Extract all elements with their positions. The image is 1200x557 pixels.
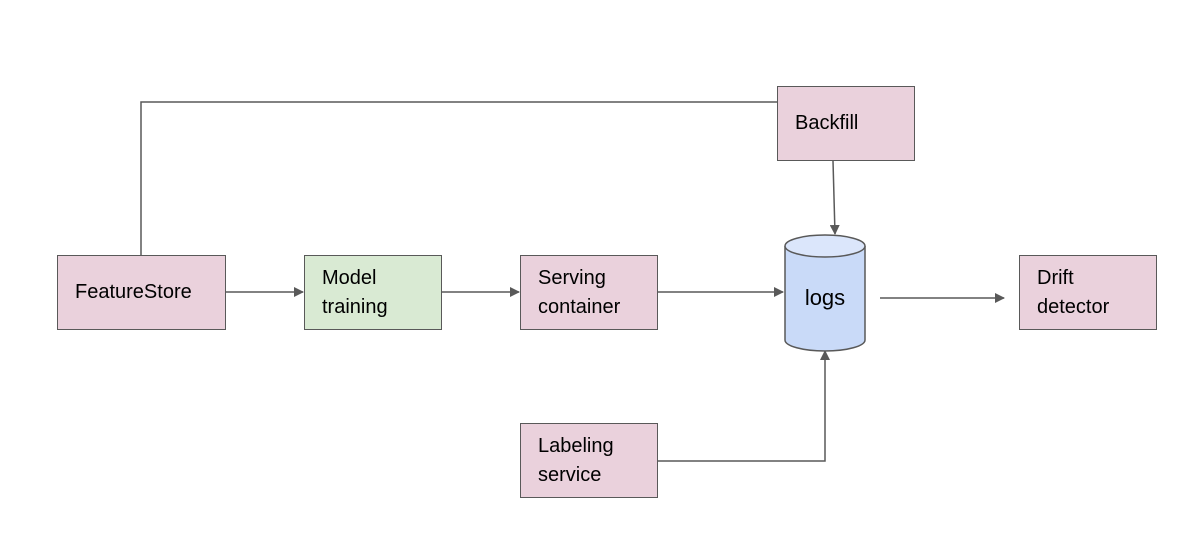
node-label: Serving container <box>538 266 621 318</box>
node-label: Backfill <box>795 112 859 134</box>
logs-cylinder-shape <box>784 234 866 352</box>
node-model-training[interactable]: Model training <box>304 255 442 330</box>
node-label: Labeling service <box>538 434 614 486</box>
edge-backfill-logs <box>829 160 840 235</box>
node-backfill[interactable]: Backfill <box>777 86 915 161</box>
node-featurestore[interactable]: FeatureStore <box>57 255 226 330</box>
edge-labeling-service-logs <box>658 350 830 462</box>
node-drift-detector[interactable]: Drift detector <box>1019 255 1157 330</box>
node-label: Drift detector <box>1037 266 1110 318</box>
edge-featurestore-backfill <box>140 101 777 255</box>
node-labeling-service[interactable]: Labeling service <box>520 423 658 498</box>
node-label: FeatureStore <box>75 281 192 303</box>
node-serving-container[interactable]: Serving container <box>520 255 658 330</box>
node-logs-label[interactable]: logs <box>804 285 846 310</box>
node-label: Model training <box>322 266 388 318</box>
